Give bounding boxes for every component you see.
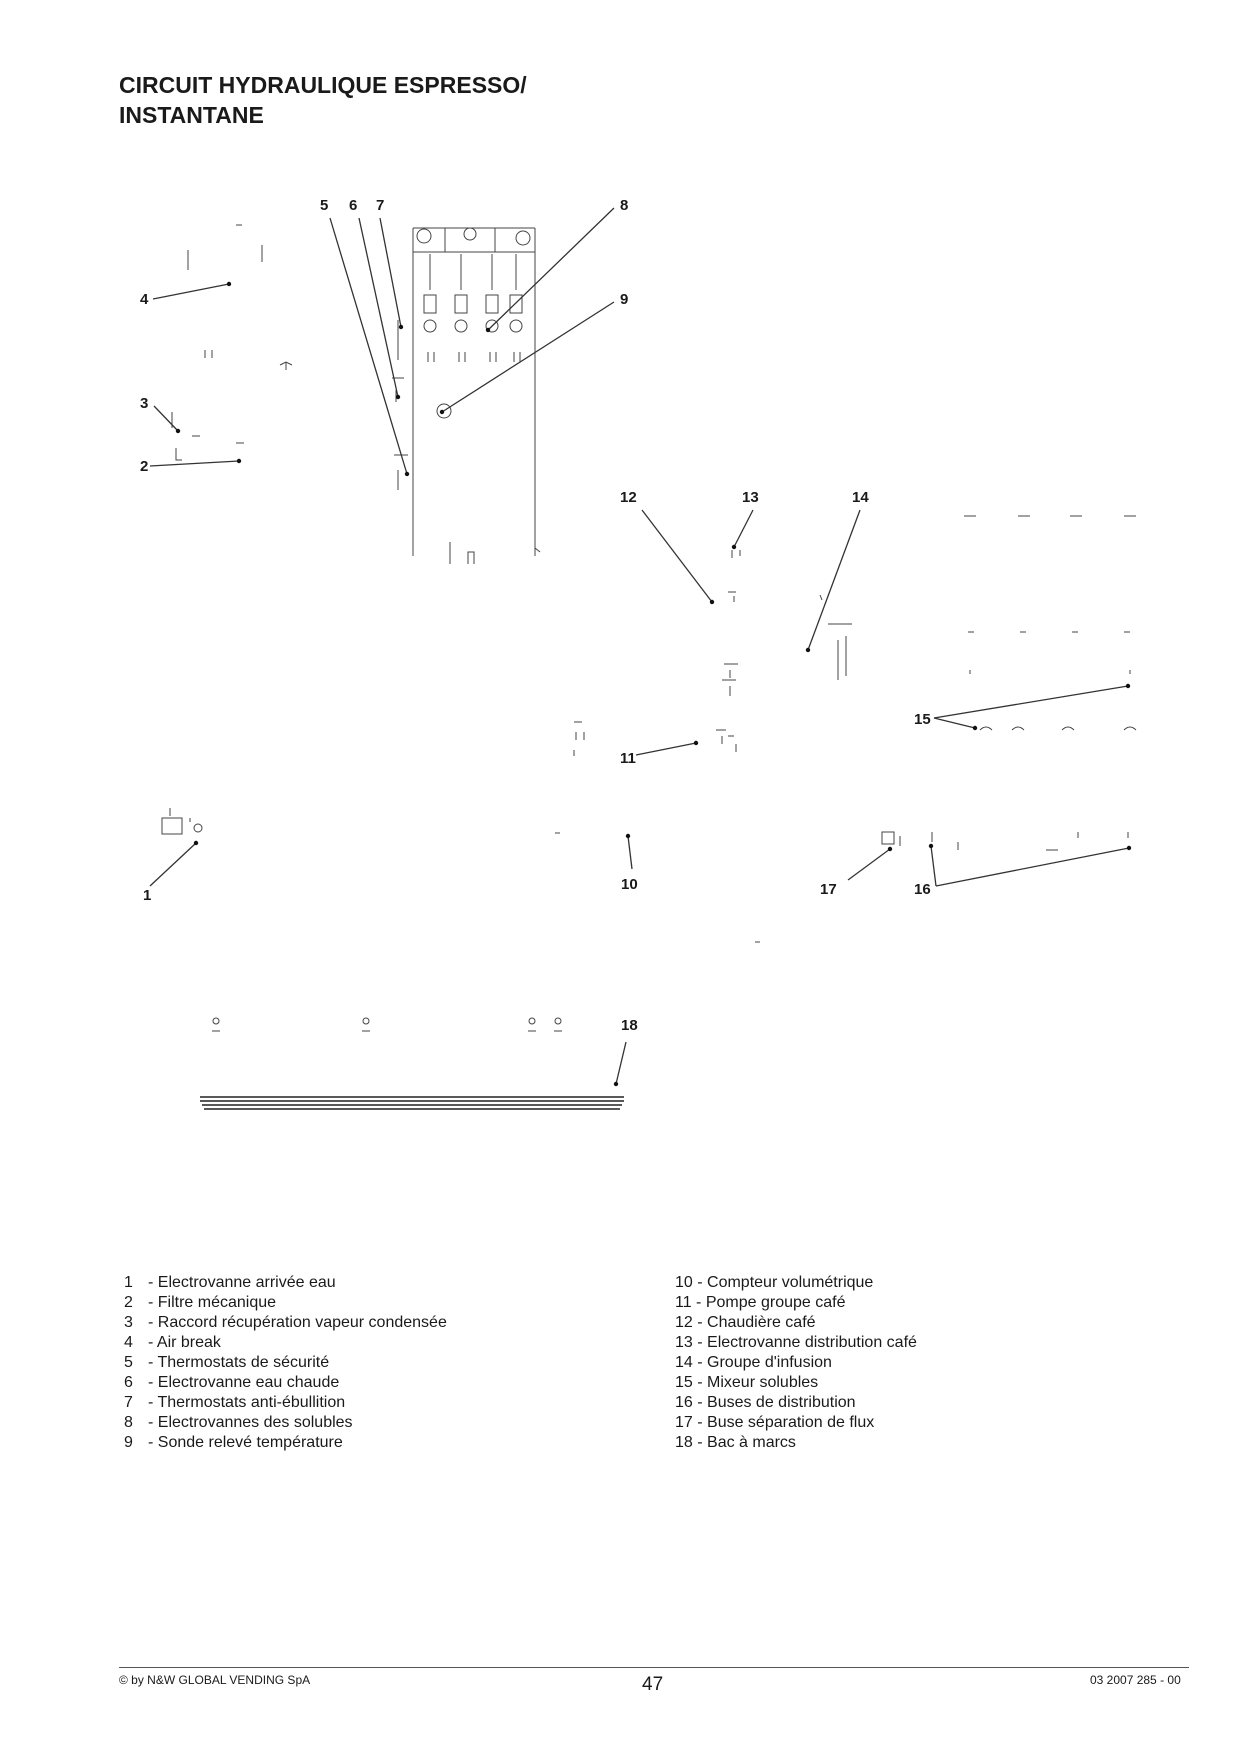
callout-18: 18 (621, 1017, 638, 1034)
callout-10: 10 (621, 876, 638, 893)
legend-item-6: 6- Electrovanne eau chaude (124, 1374, 340, 1391)
leader-line-2 (149, 460, 240, 467)
leader-line-3 (153, 405, 179, 432)
leader-dot-8 (485, 327, 491, 333)
callout-3: 3 (140, 395, 148, 412)
legend-item-4: 4- Air break (124, 1334, 221, 1351)
leader-dot-2 (236, 458, 242, 464)
callout-14: 14 (852, 489, 869, 506)
legend-item-3: 3- Raccord récupération vapeur condensée (124, 1314, 447, 1331)
leader-dot-6 (395, 394, 401, 400)
leader-line-15-1 (933, 685, 1129, 719)
leader-line-7 (379, 217, 402, 328)
legend-item-12: 12 - Chaudière café (675, 1314, 816, 1331)
leader-line-4 (152, 283, 230, 300)
page-number: 47 (642, 1674, 664, 1695)
legend-left: 1- Electrovanne arrivée eau 2- Filtre mé… (124, 1273, 447, 1453)
leader-line-10 (627, 835, 633, 870)
callout-17: 17 (820, 881, 837, 898)
callout-11: 11 (620, 750, 636, 767)
leader-dot-12 (709, 599, 715, 605)
leader-dot-16-2 (928, 843, 934, 849)
callout-6: 6 (349, 197, 357, 214)
callout-9: 9 (620, 291, 628, 308)
legend-item-11: 11 - Pompe groupe café (675, 1294, 846, 1311)
callout-16: 16 (914, 881, 931, 898)
leader-line-18 (615, 1041, 627, 1085)
legend-right: 10 - Compteur volumétrique 11 - Pompe gr… (675, 1273, 917, 1453)
legend-item-13: 13 - Electrovanne distribution café (675, 1334, 917, 1351)
leader-dot-11 (693, 740, 699, 746)
leader-line-17 (847, 848, 891, 881)
leader-line-13 (733, 509, 754, 548)
legend-item-10: 10 - Compteur volumétrique (675, 1274, 874, 1291)
leader-dot-18 (613, 1081, 619, 1087)
leader-line-16-2 (930, 845, 937, 887)
leader-line-1 (149, 842, 197, 887)
leader-dot-15-2 (972, 725, 978, 731)
leader-dot-14 (805, 647, 811, 653)
legend-item-16: 16 - Buses de distribution (675, 1394, 856, 1411)
legend-item-14: 14 - Groupe d'infusion (675, 1354, 832, 1371)
legend-item-15: 15 - Mixeur solubles (675, 1374, 819, 1391)
footer-divider (119, 1667, 1189, 1668)
leader-dot-15-1 (1125, 683, 1131, 689)
leader-line-5 (329, 217, 408, 475)
leader-line-12 (641, 509, 713, 603)
legend-item-7: 7- Thermostats anti-ébullition (124, 1394, 346, 1411)
leader-line-14 (807, 509, 861, 651)
document-reference: 03 2007 285 - 00 (1090, 1673, 1181, 1687)
leader-dot-13 (731, 544, 737, 550)
footer-copyright: © by N&W GLOBAL VENDING SpA (119, 1673, 311, 1687)
title-line-2: INSTANTANE (119, 102, 264, 128)
leader-dot-17 (887, 846, 893, 852)
legend-item-9: 9- Sonde relevé température (124, 1434, 343, 1451)
leader-line-15-2 (933, 717, 976, 729)
drawing-fragments (161, 224, 1137, 1032)
legend-item-17: 17 - Buse séparation de flux (675, 1414, 875, 1431)
callout-5: 5 (320, 197, 328, 214)
leader-dot-1 (193, 840, 199, 846)
callout-7: 7 (376, 197, 384, 214)
leader-dot-16-1 (1126, 845, 1132, 851)
leader-dot-4 (226, 281, 232, 287)
callout-15: 15 (914, 711, 931, 728)
leader-dot-9 (439, 409, 445, 415)
legend-item-2: 2- Filtre mécanique (124, 1294, 277, 1311)
title-line-1: CIRCUIT HYDRAULIQUE ESPRESSO/ (119, 72, 527, 98)
leader-dot-3 (175, 428, 181, 434)
callout-2: 2 (140, 458, 148, 475)
legend-item-5: 5- Thermostats de sécurité (124, 1354, 330, 1371)
leader-line-16-1 (935, 847, 1130, 887)
legend-item-1: 1- Electrovanne arrivée eau (124, 1274, 336, 1291)
grounds-bin-lines (200, 1096, 624, 1110)
leader-line-9 (441, 301, 615, 413)
callout-1: 1 (143, 887, 151, 904)
callout-13: 13 (742, 489, 759, 506)
page-title: CIRCUIT HYDRAULIQUE ESPRESSO/ INSTANTANE (119, 70, 527, 130)
leader-line-11 (635, 742, 697, 756)
callout-8: 8 (620, 197, 628, 214)
callout-4: 4 (140, 291, 149, 308)
leader-dot-5 (404, 471, 410, 477)
legend-item-18: 18 - Bac à marcs (675, 1434, 796, 1451)
leader-line-6 (358, 217, 399, 398)
callout-leaders (149, 207, 1132, 1087)
leader-dot-10 (625, 833, 631, 839)
leader-line-8 (487, 207, 615, 331)
leader-dot-7 (398, 324, 404, 330)
legend-item-8: 8- Electrovannes des solubles (124, 1414, 353, 1431)
callout-12: 12 (620, 489, 637, 506)
